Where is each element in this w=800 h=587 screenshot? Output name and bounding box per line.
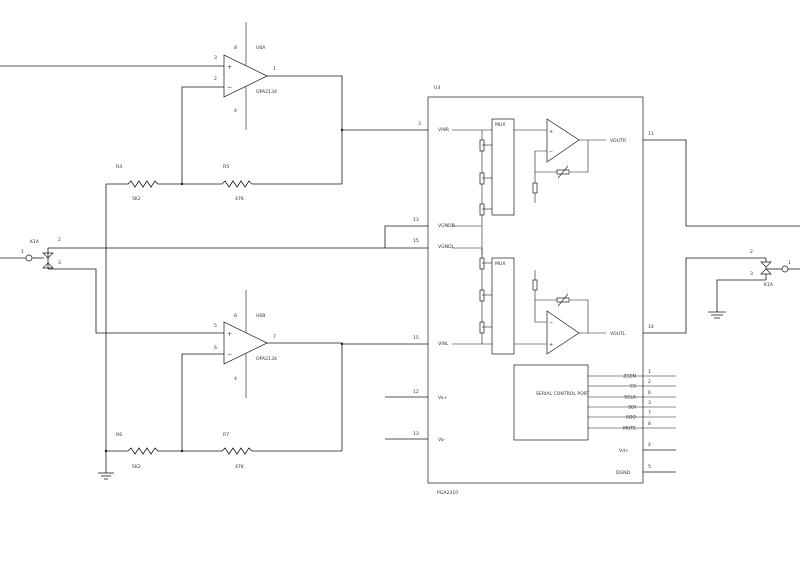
mux-bottom-label: MUX: [495, 261, 505, 267]
r6-value: 5K2: [132, 464, 141, 470]
pin-label-dgnd: DGND: [616, 470, 631, 476]
scp-pin-number: 8: [648, 421, 651, 427]
serial-control-port-block: [513, 364, 589, 441]
pin-num: 2: [750, 249, 753, 255]
scp-pin-number: 2: [648, 379, 651, 385]
scp-pin-name: CS: [630, 384, 636, 390]
scp-pin-name: SCLK: [624, 395, 637, 401]
pin-label-vgndl: VGNDL: [438, 244, 455, 250]
opamp-u6a: + − U6A OPA2134 8 3 2 1 4: [214, 22, 277, 130]
chip-part: PGA2310: [437, 490, 458, 496]
pin-num: 2: [214, 76, 217, 82]
pin-label-va-plus: Va+: [438, 395, 448, 401]
pin-num: 3: [418, 121, 421, 127]
pin-num: 2: [58, 237, 61, 243]
chip-pga2310: U3 PGA2310 3 ViNR 13 VGNDR 15 VGNDL 15 V…: [413, 85, 676, 496]
pin-label-vinl: ViNL: [438, 341, 449, 347]
r7-ref: R7: [223, 432, 229, 438]
ground-symbol-left: [98, 472, 114, 480]
pin-num: 1: [788, 260, 791, 266]
pin-num: 4: [648, 442, 651, 448]
pin-num: 15: [413, 238, 419, 244]
pin-num: 3: [214, 55, 217, 61]
opamp-u6b: + − U6B OPA2134 8 5 6 7 4: [214, 290, 277, 398]
scp-pin-number: 1: [648, 369, 651, 375]
pin-num: 3: [750, 271, 753, 277]
scp-pin-name: MUTE: [623, 426, 636, 432]
pin-label-voutr: VOUTR: [610, 138, 627, 144]
pin-num: 4: [234, 108, 237, 114]
opamp-u6a-part: OPA2134: [256, 89, 277, 95]
pin-num: 13: [413, 217, 419, 223]
pin-num: 15: [413, 335, 419, 341]
pin-label-vd: Vd+: [619, 448, 629, 454]
opamp-u6b-part: OPA2134: [256, 356, 277, 362]
pin-label-va-minus: Va-: [438, 437, 446, 443]
serial-control-port-label: SERIAL CONTROL PORT: [536, 391, 590, 397]
chip-ref: U3: [434, 85, 440, 91]
pin-label-voutl: VOUTL: [610, 331, 626, 337]
svg-text:+: +: [549, 129, 553, 135]
svg-text:+: +: [549, 342, 553, 348]
connector-right-k1a: K1A 1 2 3: [750, 249, 800, 288]
pin-num: 6: [214, 345, 217, 351]
pin-num: 1: [273, 66, 276, 72]
scp-pin-name: ZCEN: [623, 374, 636, 380]
r5-ref: R5: [223, 164, 229, 170]
mux-top-label: MUX: [495, 122, 505, 128]
pin-num: 11: [648, 131, 654, 137]
svg-text:−: −: [227, 84, 232, 91]
r5-value: 47K: [235, 196, 245, 202]
opamp-u6b-ref: U6B: [256, 313, 265, 319]
scp-pin-name: SDO: [626, 415, 636, 421]
r7-value: 47K: [235, 464, 245, 470]
svg-text:+: +: [227, 64, 232, 71]
r4-value: 5K2: [132, 196, 141, 202]
pin-num: 13: [413, 431, 419, 437]
pin-label-vinr: ViNR: [438, 127, 450, 133]
svg-text:−: −: [227, 351, 232, 358]
pin-num: 3: [58, 260, 61, 266]
scp-pin-name: SDI: [628, 405, 636, 411]
connector-right-ref: K1A: [764, 282, 774, 288]
pin-label-vgndr: VGNDR: [438, 223, 456, 229]
connector-left-k1a: K1A 1 2 3: [0, 237, 61, 269]
connector-left-ref: K1A: [30, 239, 40, 245]
svg-text:−: −: [549, 320, 553, 326]
pin-num: 8: [234, 313, 237, 319]
pin-num: 7: [273, 334, 276, 340]
pin-num: 14: [648, 324, 654, 330]
pin-num: 8: [234, 45, 237, 51]
svg-text:+: +: [227, 331, 232, 338]
scp-pin-number: 7: [648, 410, 651, 416]
pin-num: 5: [214, 323, 217, 329]
scp-pin-number: 3: [648, 400, 651, 406]
r6-ref: R6: [116, 432, 122, 438]
pin-num: 4: [234, 376, 237, 382]
pin-num: 1: [21, 249, 24, 255]
r4-ref: R4: [116, 164, 122, 170]
scp-pin-number: 6: [648, 390, 651, 396]
opamp-u6a-ref: U6A: [256, 45, 266, 51]
ground-symbol-right: [708, 311, 726, 319]
pin-num: 12: [413, 389, 419, 395]
svg-text:−: −: [549, 149, 553, 155]
pin-num: 5: [648, 464, 651, 470]
